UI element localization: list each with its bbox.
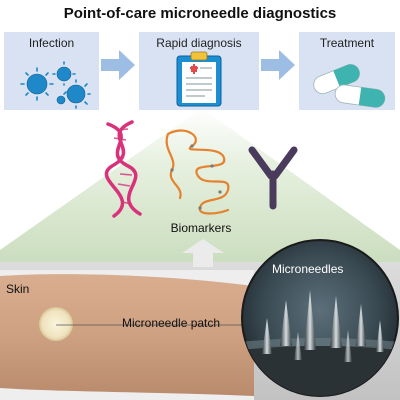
figure-title: Point-of-care microneedle diagnostics — [63, 5, 337, 22]
microneedle-patch — [39, 307, 73, 341]
capsule-icon — [313, 64, 386, 108]
arrow-to-treatment — [261, 50, 295, 80]
microneedles-label: Microneedles — [272, 262, 344, 276]
infection-panel: Infection — [4, 32, 99, 110]
virus-icon — [20, 61, 91, 109]
patch-label: Microneedle patch — [122, 316, 221, 330]
diagnosis-label: Rapid diagnosis — [156, 36, 242, 50]
protein-chain-icon — [165, 129, 230, 215]
microneedles-magnified — [241, 239, 399, 397]
arrow-to-diagnosis — [101, 50, 135, 80]
skin-photo — [0, 270, 254, 400]
treatment-panel: Treatment — [299, 32, 395, 110]
skin-label: Skin — [6, 282, 30, 296]
biomarkers-label: Biomarkers — [170, 221, 232, 235]
infection-label: Infection — [28, 36, 75, 50]
dna-icon — [104, 120, 142, 218]
diagnosis-panel: Rapid diagnosis — [139, 32, 259, 110]
clipboard-icon — [176, 51, 222, 107]
treatment-label: Treatment — [319, 36, 375, 50]
up-arrow — [182, 239, 224, 267]
antibody-icon — [248, 146, 298, 210]
